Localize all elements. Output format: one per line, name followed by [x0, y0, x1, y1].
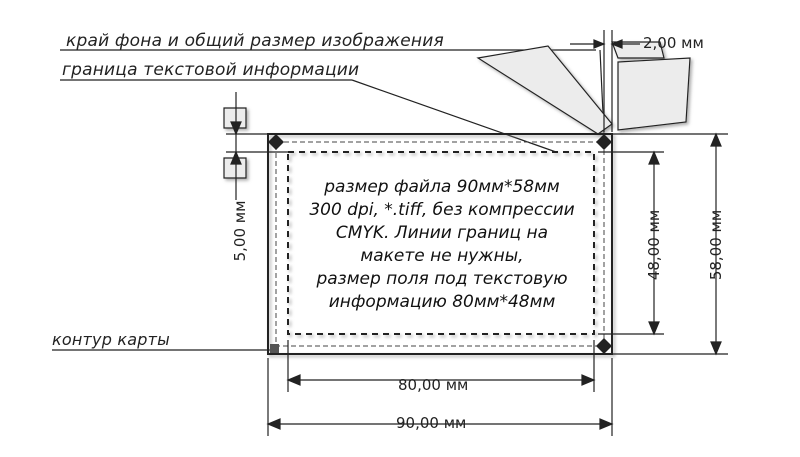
description-line: размер файла 90мм*58мм [324, 177, 560, 197]
description-line: размер поля под текстовую [316, 269, 568, 289]
outer-width-dimension-label: 90,00 мм [396, 414, 467, 432]
text-boundary-rect [287, 151, 595, 335]
text-boundary-label: граница текстовой информации [62, 60, 360, 80]
inner-height-dimension-label: 48,00 мм [645, 209, 663, 281]
leader-lines [52, 49, 605, 351]
bleed-edge-label: край фона и общий размер изображения [66, 31, 444, 51]
description-line: CMYK. Линии границ на [335, 223, 549, 243]
corner-markers [268, 134, 612, 354]
margin-dimension-label: 5,00 мм [231, 200, 249, 262]
bleed-dimension-label: 2,00 мм [643, 34, 704, 52]
outer-height-dimension-label: 58,00 мм [707, 209, 725, 281]
inner-width-dimension-label: 80,00 мм [398, 376, 469, 394]
card-description: размер файла 90мм*58мм 300 dpi, *.tiff, … [292, 176, 592, 314]
description-line: 300 dpi, *.tiff, без компрессии [309, 200, 575, 220]
card-contour-rect [275, 141, 605, 347]
description-line: макете не нужны, [360, 246, 524, 266]
dimension-lines [226, 30, 728, 436]
card-outline-label: контур карты [52, 330, 170, 349]
bleed-edge-rect [267, 133, 613, 355]
description-line: информацию 80мм*48мм [328, 292, 556, 312]
